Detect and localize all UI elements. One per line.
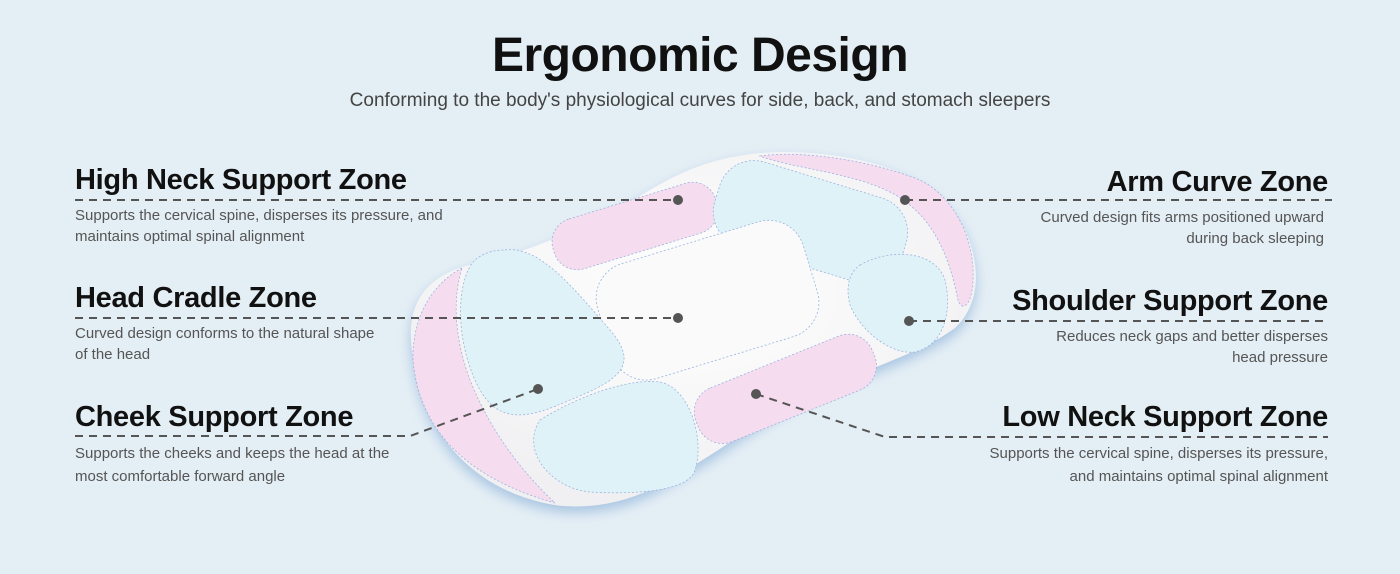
zone-title: High Neck Support Zone	[75, 164, 407, 196]
marker-dot	[904, 316, 914, 326]
cheek-pad	[460, 249, 625, 416]
zone-title: Arm Curve Zone	[1106, 166, 1329, 198]
page-subtitle: Conforming to the body's physiological c…	[349, 90, 1051, 111]
zone-title: Low Neck Support Zone	[1002, 401, 1328, 433]
zone-description: Curved design conforms to the natural sh…	[75, 325, 375, 363]
bottom-pad	[533, 381, 699, 494]
marker-dot	[673, 313, 683, 323]
zone-high-neck: High Neck Support Zone Supports the cerv…	[75, 163, 495, 247]
zone-head-cradle: Head Cradle Zone Curved design conforms …	[75, 281, 495, 365]
arm-edge-strip	[758, 153, 974, 307]
page-title: Ergonomic Design	[491, 29, 909, 82]
zone-description: Supports the cervical spine, disperses i…	[75, 207, 443, 245]
zone-title: Shoulder Support Zone	[1012, 285, 1328, 317]
shoulder-pad	[847, 254, 948, 353]
leader-low-neck	[755, 393, 1328, 438]
zone-low-neck: Low Neck Support Zone Supports the cervi…	[908, 400, 1329, 488]
low-neck-pad	[693, 333, 877, 444]
zone-shoulder: Shoulder Support Zone Reduces neck gaps …	[908, 284, 1328, 368]
marker-dot	[673, 195, 683, 205]
zone-arm-curve: Arm Curve Zone Curved design fits arms p…	[908, 165, 1329, 249]
zone-description: Supports the cheeks and keeps the head a…	[75, 445, 390, 485]
cheek-edge-strip	[412, 267, 556, 504]
marker-dot	[751, 389, 761, 399]
zone-title: Head Cradle Zone	[75, 282, 317, 314]
leader-cheek	[75, 388, 539, 437]
marker-dot	[900, 195, 910, 205]
head-cradle-pad	[595, 219, 820, 381]
zone-title: Cheek Support Zone	[75, 401, 354, 433]
zone-description: Curved design fits arms positioned upwar…	[1040, 209, 1324, 247]
marker-dot	[533, 384, 543, 394]
zone-cheek: Cheek Support Zone Supports the cheeks a…	[75, 400, 495, 488]
zone-description: Supports the cervical spine, disperses i…	[989, 445, 1329, 485]
